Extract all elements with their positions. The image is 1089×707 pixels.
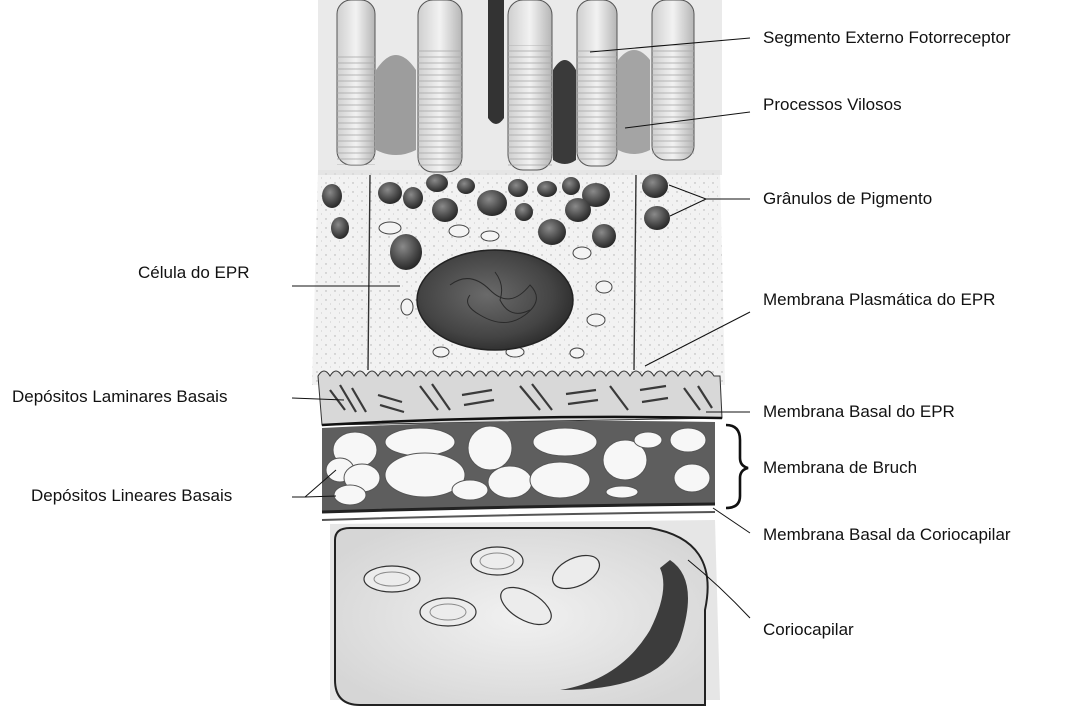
basal-laminar-deposits bbox=[318, 371, 722, 425]
label-membrana-plasmatica: Membrana Plasmática do EPR bbox=[763, 290, 995, 310]
leader-membrana-basal-corio bbox=[713, 508, 750, 533]
label-depositos-lineares: Depósitos Lineares Basais bbox=[31, 486, 232, 506]
label-depositos-laminares: Depósitos Laminares Basais bbox=[12, 387, 227, 407]
choriocapillaris bbox=[330, 520, 720, 705]
bruch-bracket bbox=[726, 425, 748, 508]
label-granulos-pigmento: Grânulos de Pigmento bbox=[763, 189, 932, 209]
label-membrana-bruch: Membrana de Bruch bbox=[763, 458, 917, 478]
label-coriocapilar: Coriocapilar bbox=[763, 620, 854, 640]
label-segmento-externo: Segmento Externo Fotorreceptor bbox=[763, 28, 1011, 48]
nucleus bbox=[417, 250, 573, 350]
label-membrana-basal-epr: Membrana Basal do EPR bbox=[763, 402, 955, 422]
bruch-membrane bbox=[322, 421, 715, 520]
label-membrana-basal-corio: Membrana Basal da Coriocapilar bbox=[763, 525, 1011, 545]
label-processos-vilosos: Processos Vilosos bbox=[763, 95, 902, 115]
label-celula-epr: Célula do EPR bbox=[138, 263, 250, 283]
